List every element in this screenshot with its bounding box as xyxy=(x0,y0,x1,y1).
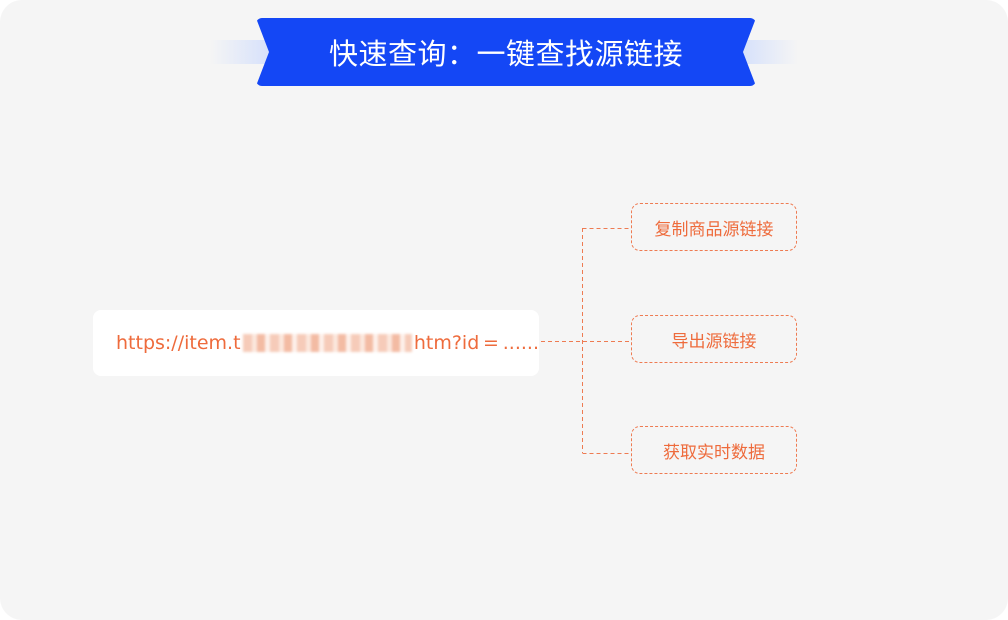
page-title: 快速查询：一键查找源链接 xyxy=(328,37,683,71)
option-label: 导出源链接 xyxy=(671,331,757,352)
url-input-box[interactable]: https://item.t htm?id = ...... xyxy=(93,310,539,376)
option-label: 复制商品源链接 xyxy=(654,219,774,240)
realtime-data-option[interactable]: 获取实时数据 xyxy=(631,426,797,474)
export-source-link-option[interactable]: 导出源链接 xyxy=(631,315,797,363)
url-prefix: https://item.t xyxy=(116,332,241,354)
option-label: 获取实时数据 xyxy=(663,442,765,463)
ribbon-left-wing xyxy=(210,40,272,64)
url-redacted-segment xyxy=(242,334,412,352)
ribbon-right-wing xyxy=(740,40,798,64)
url-suffix: htm?id = ...... xyxy=(413,332,539,354)
copy-source-link-option[interactable]: 复制商品源链接 xyxy=(631,203,797,251)
title-ribbon: 快速查询：一键查找源链接 xyxy=(256,18,756,86)
